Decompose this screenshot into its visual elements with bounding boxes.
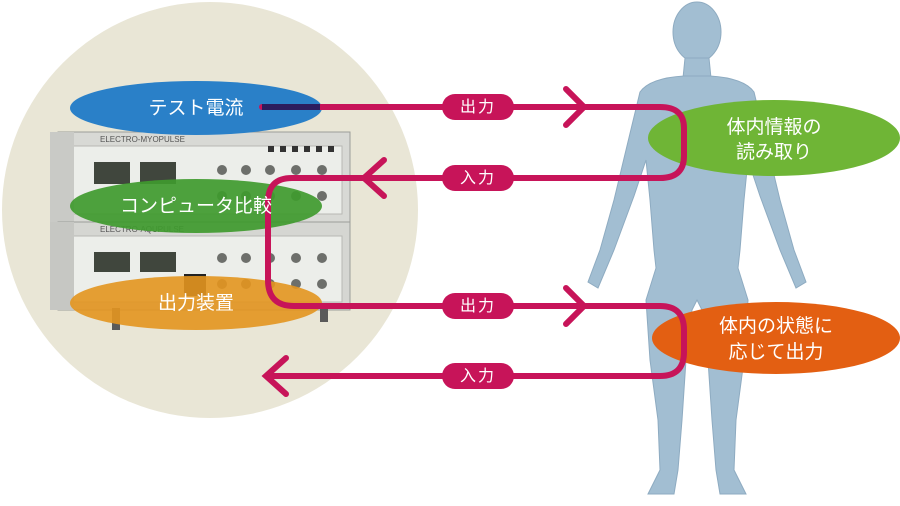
respond-label-line2: 応じて出力 [728,341,824,363]
output-device-label: 出力装置 [157,292,234,314]
test-current-ellipse [70,81,322,135]
computer-compare-ellipse [70,179,322,233]
test-current-label: テスト電流 [148,97,244,119]
respond-output-ellipse [652,302,900,374]
arrow-loop-bottom [261,199,687,397]
output-pill-bottom: 出力 [442,293,514,319]
computer-compare-label: コンピュータ比較 [119,195,272,217]
read-info-label-line2: 読み取り [735,141,812,163]
input-pill-top: 入力 [442,165,514,191]
input-pill-bottom: 入力 [442,363,514,389]
output-device-ellipse [70,276,322,330]
device-panel-label-top: ELECTRO-MYOPULSE [100,135,185,144]
read-info-label-line1: 体内情報の [726,116,822,138]
respond-label-line1: 体内の状態に [718,315,833,337]
read-info-ellipse [648,100,900,176]
arrow-loop-top [259,86,687,205]
output-pill-top: 出力 [442,94,514,120]
human-body-silhouette [587,1,807,495]
